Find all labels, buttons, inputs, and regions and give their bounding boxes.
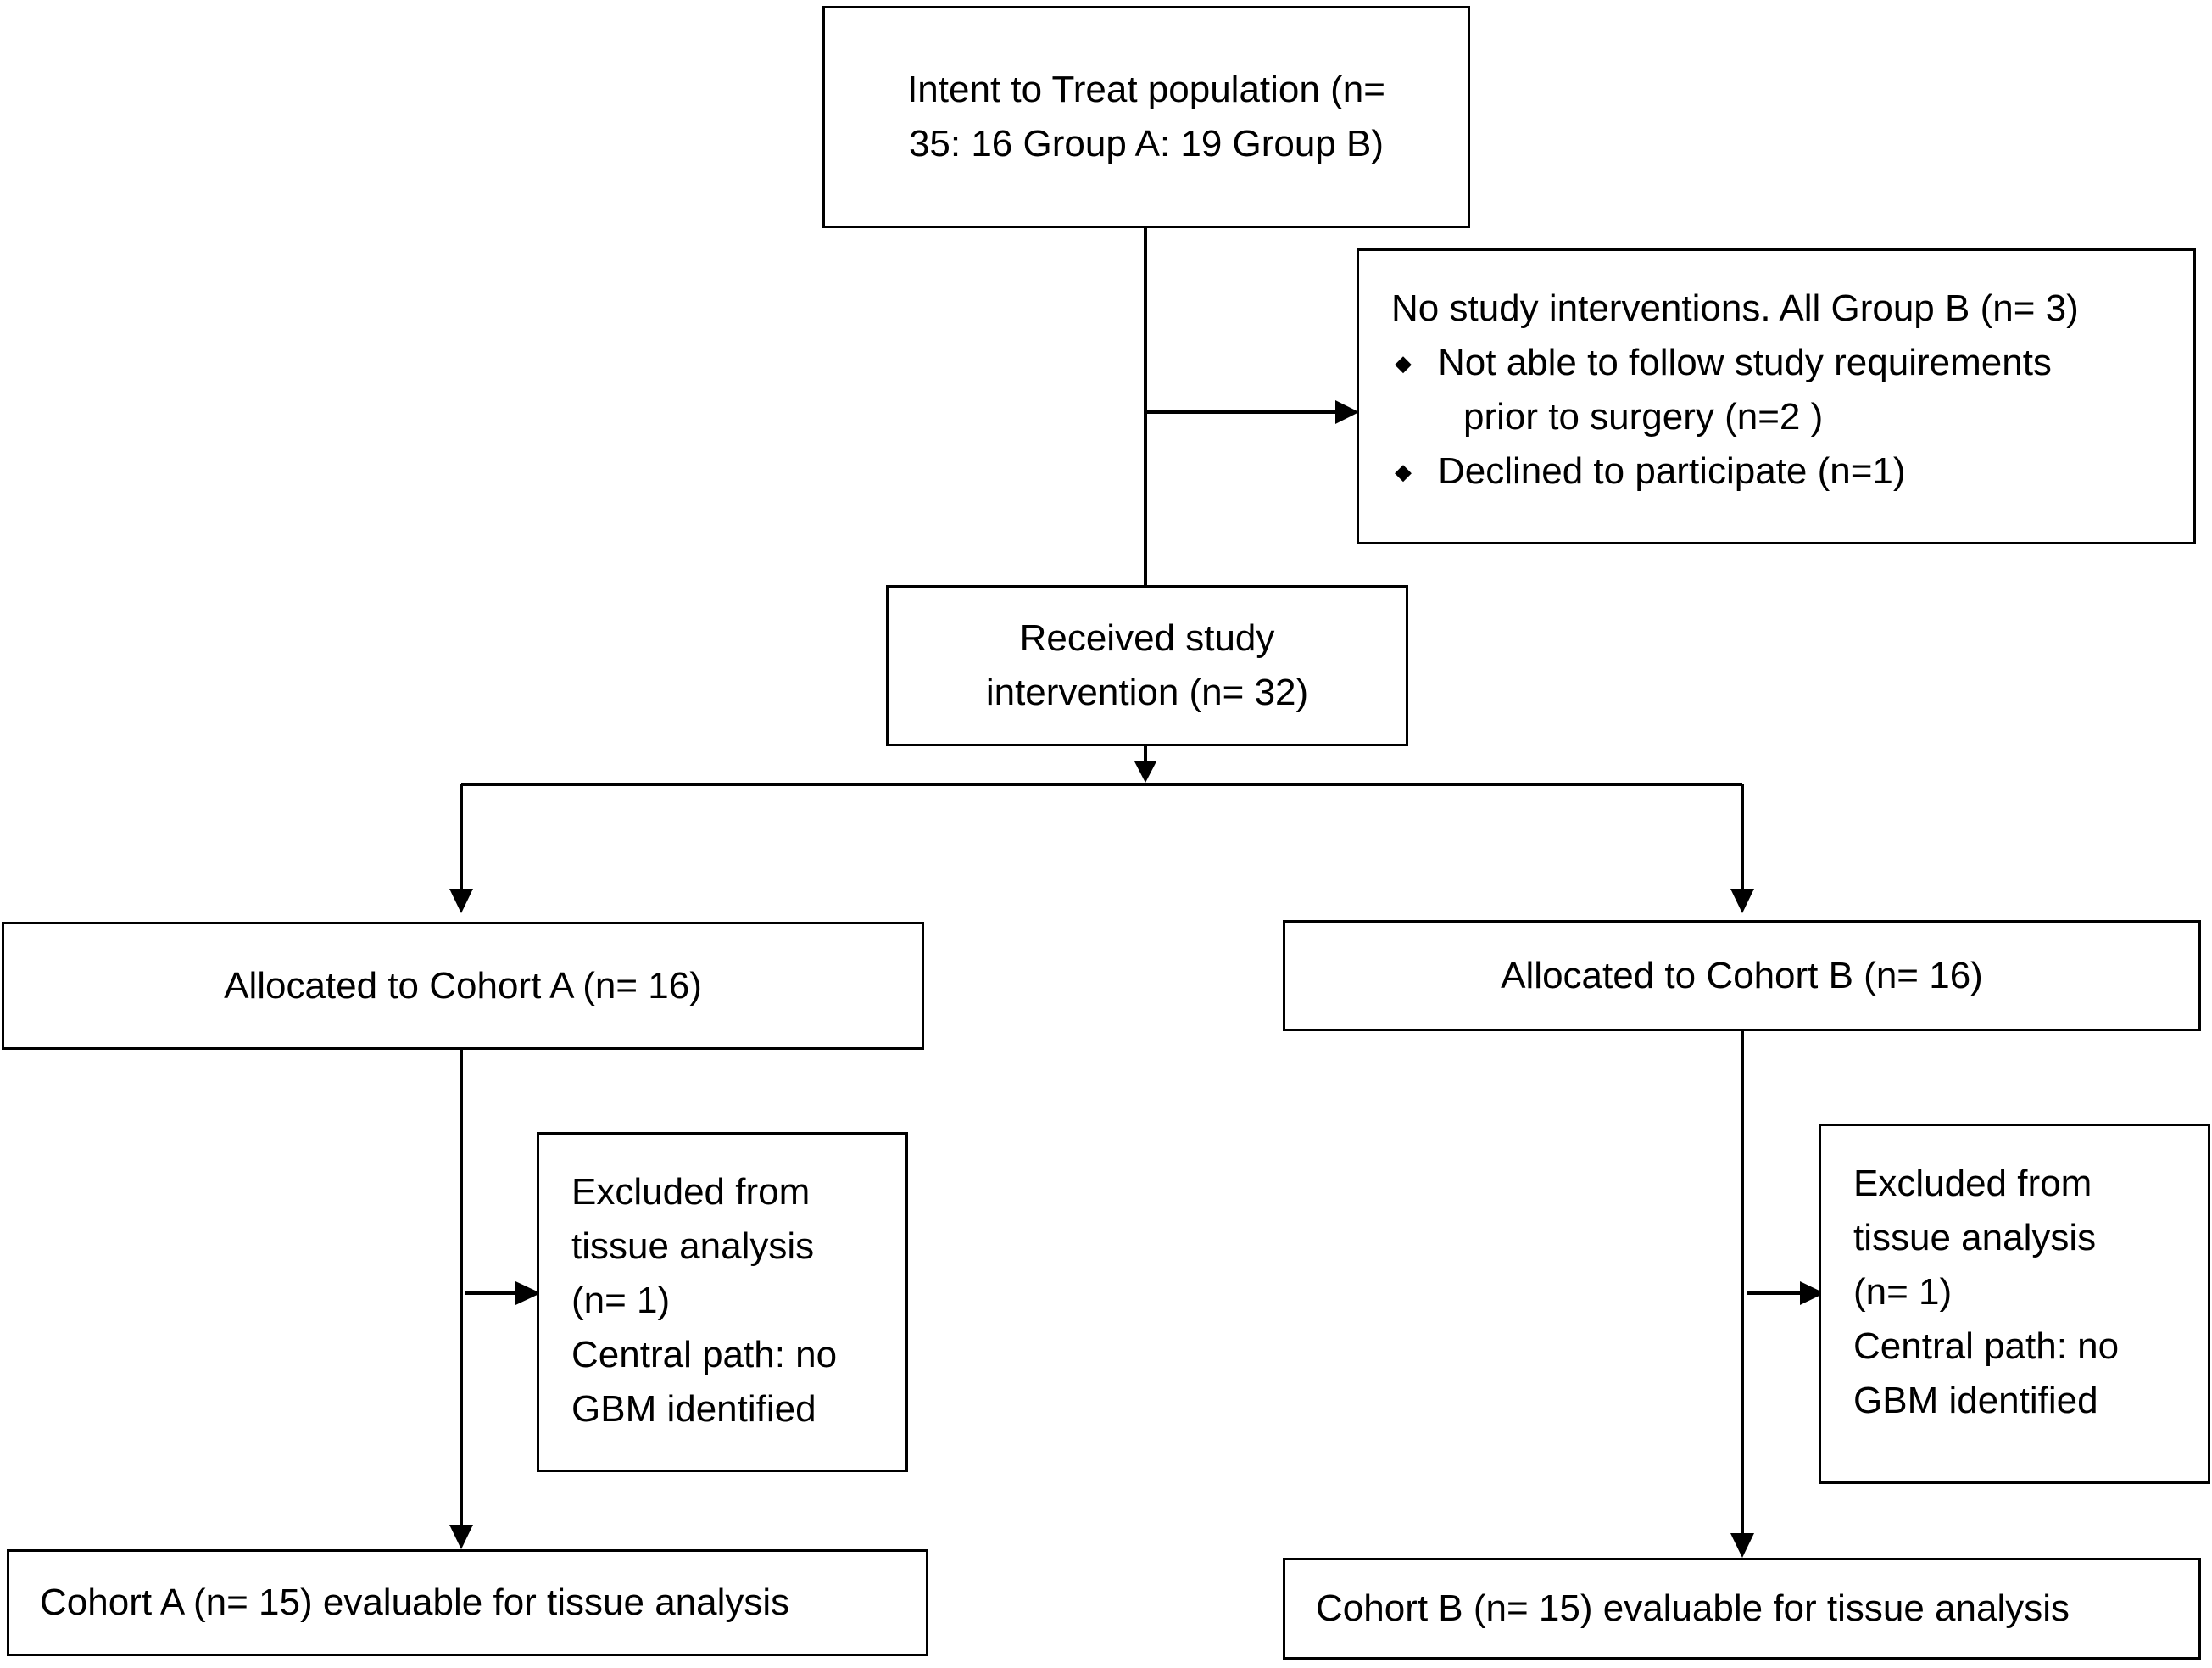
excluded-b-line-3: (n= 1) <box>1853 1271 1953 1313</box>
arrowhead-excluded-b <box>1800 1281 1825 1305</box>
excluded-a-line-1: Excluded from <box>571 1171 811 1213</box>
arrowhead-excluded-a <box>515 1281 541 1305</box>
arrowhead-no-intervention <box>1335 400 1359 424</box>
excluded-a-line-5: GBM identified <box>571 1388 816 1430</box>
diamond-bullet-icon: ◆ <box>1395 350 1412 376</box>
itt-line-1: Intent to Treat population (n= <box>907 69 1385 110</box>
no-intervention-heading: No study interventions. All Group B (n= … <box>1391 287 2079 329</box>
excluded-a-line-4: Central path: no <box>571 1334 838 1375</box>
arrowhead-received-split <box>1134 761 1156 783</box>
evaluable-b-box: Cohort B (n= 15) evaluable for tissue an… <box>1283 1558 2201 1660</box>
received-line-1: Received study <box>1019 617 1275 659</box>
itt-line-2: 35: 16 Group A: 19 Group B) <box>908 123 1385 165</box>
excluded-a-line-2: tissue analysis <box>571 1225 815 1267</box>
arrowhead-cohort-a <box>449 889 473 913</box>
received-box: Received study intervention (n= 32) <box>886 585 1408 746</box>
cohort-b-label: Allocated to Cohort B (n= 16) <box>1501 954 1983 996</box>
excluded-b-box: Excluded from tissue analysis (n= 1) Cen… <box>1819 1124 2210 1484</box>
excluded-b-line-4: Central path: no <box>1853 1325 2120 1367</box>
arrowhead-evaluable-a <box>449 1525 473 1549</box>
evaluable-a-box: Cohort A (n= 15) evaluable for tissue an… <box>7 1549 928 1656</box>
bullet-1-line-1: Not able to follow study requirements <box>1438 342 2052 383</box>
cohort-a-label: Allocated to Cohort A (n= 16) <box>224 964 702 1007</box>
excluded-b-line-2: tissue analysis <box>1853 1217 2097 1258</box>
bullet-1-line-2: prior to surgery (n=2 ) <box>1463 396 1824 438</box>
excluded-b-line-5: GBM identified <box>1853 1380 2098 1421</box>
arrowhead-evaluable-b <box>1730 1533 1754 1558</box>
excluded-a-box: Excluded from tissue analysis (n= 1) Cen… <box>537 1132 908 1472</box>
itt-box: Intent to Treat population (n= 35: 16 Gr… <box>822 6 1470 228</box>
no-intervention-bullet-item: ◆ Declined to participate (n=1) <box>1391 444 2193 499</box>
no-intervention-box: No study interventions. All Group B (n= … <box>1357 248 2196 544</box>
evaluable-a-label: Cohort A (n= 15) evaluable for tissue an… <box>40 1582 790 1623</box>
received-line-2: intervention (n= 32) <box>985 672 1309 713</box>
bullet-2-line-1: Declined to participate (n=1) <box>1438 450 1906 492</box>
no-intervention-bullet-item: ◆ Not able to follow study requirements … <box>1391 336 2193 444</box>
evaluable-b-label: Cohort B (n= 15) evaluable for tissue an… <box>1316 1587 2070 1629</box>
cohort-a-box: Allocated to Cohort A (n= 16) <box>2 922 924 1050</box>
excluded-b-line-1: Excluded from <box>1853 1163 2092 1204</box>
excluded-a-line-3: (n= 1) <box>571 1280 671 1321</box>
cohort-b-box: Allocated to Cohort B (n= 16) <box>1283 920 2201 1031</box>
arrowhead-cohort-b <box>1730 889 1754 913</box>
diamond-bullet-icon: ◆ <box>1395 459 1412 484</box>
